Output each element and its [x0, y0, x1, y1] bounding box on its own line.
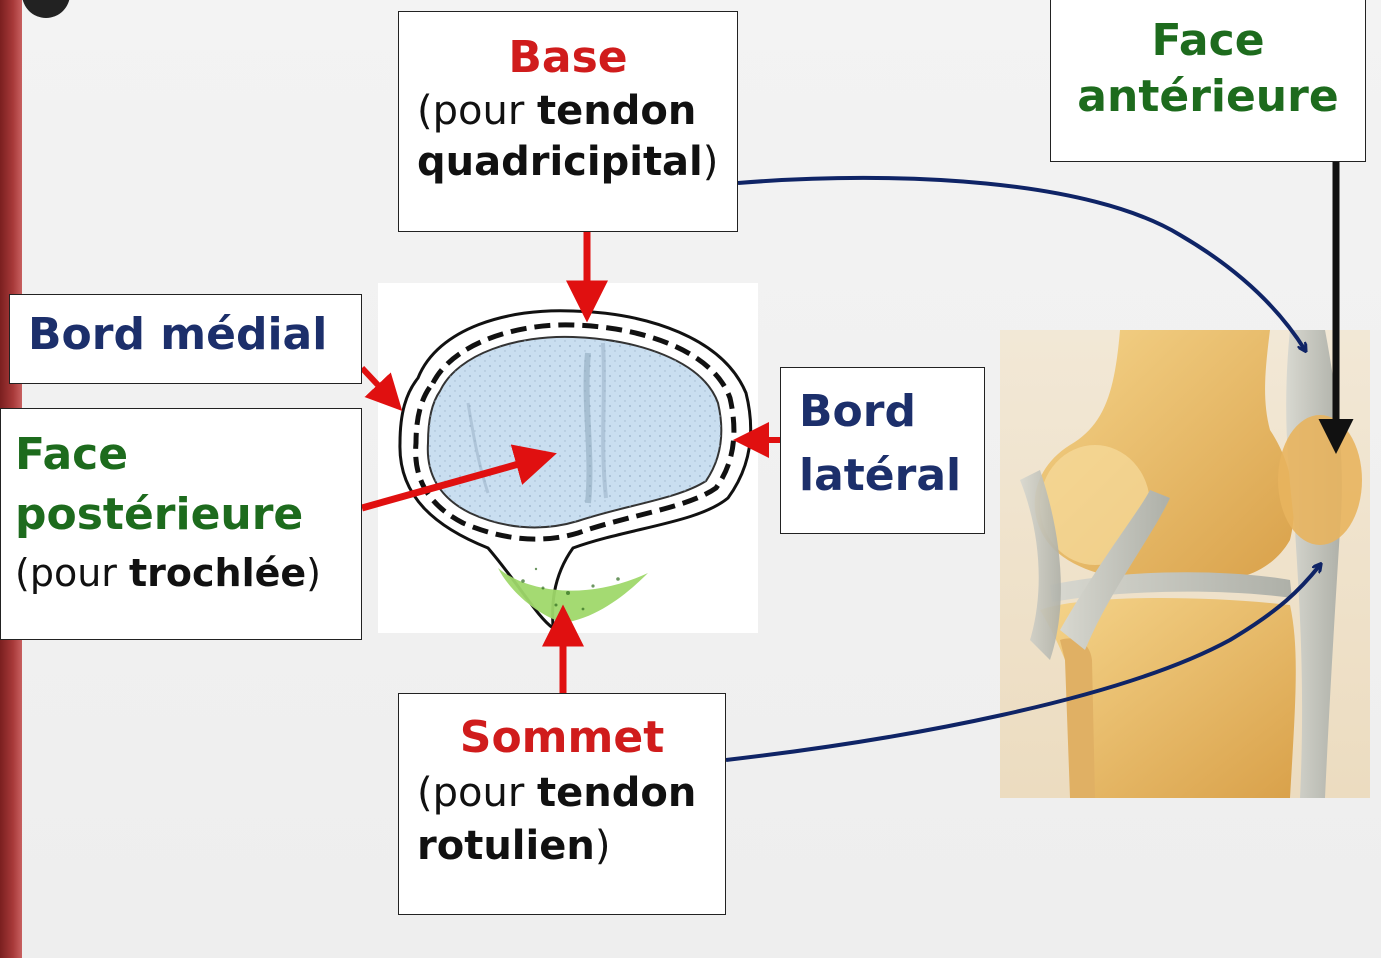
label-face-posterieure-bold: trochlée — [128, 550, 307, 595]
label-face-posterieure-paren-close: ) — [306, 550, 321, 595]
label-base-bold: tendon — [536, 87, 697, 134]
label-face-anterieure-line1: Face — [1151, 15, 1265, 66]
patella-cross-section-drawing — [398, 309, 753, 631]
label-face-anterieure: Face antérieure — [1050, 0, 1366, 162]
patella-cross-section-figure — [378, 283, 758, 633]
label-base-line2: quadricipital) — [417, 139, 737, 186]
label-bord-lateral: Bord latéral — [780, 367, 985, 534]
label-bord-lateral-line1: Bord — [799, 386, 916, 437]
label-sommet-line2-bold: rotulien — [417, 823, 595, 870]
label-face-posterieure: Face postérieure (pour trochlée) — [0, 408, 362, 640]
label-face-posterieure-line2: postérieure — [15, 488, 304, 540]
arrow-sommet-to-knee — [725, 565, 1320, 762]
label-face-posterieure-line1: Face — [15, 429, 129, 480]
label-base-title: Base — [508, 32, 628, 83]
label-sommet-line2: rotulien) — [417, 823, 725, 870]
label-bord-medial-text: Bord médial — [28, 309, 328, 360]
label-base-line2-bold: quadricipital — [417, 139, 703, 186]
label-base-paren-open: (pour — [417, 87, 537, 134]
knee-illustration — [1000, 330, 1370, 798]
label-sommet: Sommet (pour tendon rotulien) — [398, 693, 726, 915]
label-face-posterieure-line3: (pour trochlée) — [15, 551, 361, 596]
label-bord-lateral-line2: latéral — [799, 449, 962, 501]
label-bord-medial: Bord médial — [9, 294, 362, 384]
label-sommet-paren-open: (pour — [417, 769, 537, 816]
label-sommet-paren-close: ) — [594, 823, 611, 870]
arrow-base-to-knee — [737, 175, 1305, 350]
label-base: Base (pour tendon quadricipital) — [398, 11, 738, 232]
label-sommet-bold: tendon — [536, 769, 697, 816]
label-face-posterieure-paren-open: (pour — [15, 550, 129, 595]
label-base-paren-close: ) — [702, 139, 719, 186]
arrow-face-posterieure — [361, 444, 557, 512]
label-base-line1: (pour tendon — [417, 88, 737, 135]
label-sommet-title: Sommet — [459, 712, 665, 763]
arrow-bord-medial — [359, 365, 403, 411]
label-sommet-line1: (pour tendon — [417, 770, 725, 817]
label-face-anterieure-line2: antérieure — [1077, 70, 1339, 122]
corner-mark — [22, 0, 70, 18]
